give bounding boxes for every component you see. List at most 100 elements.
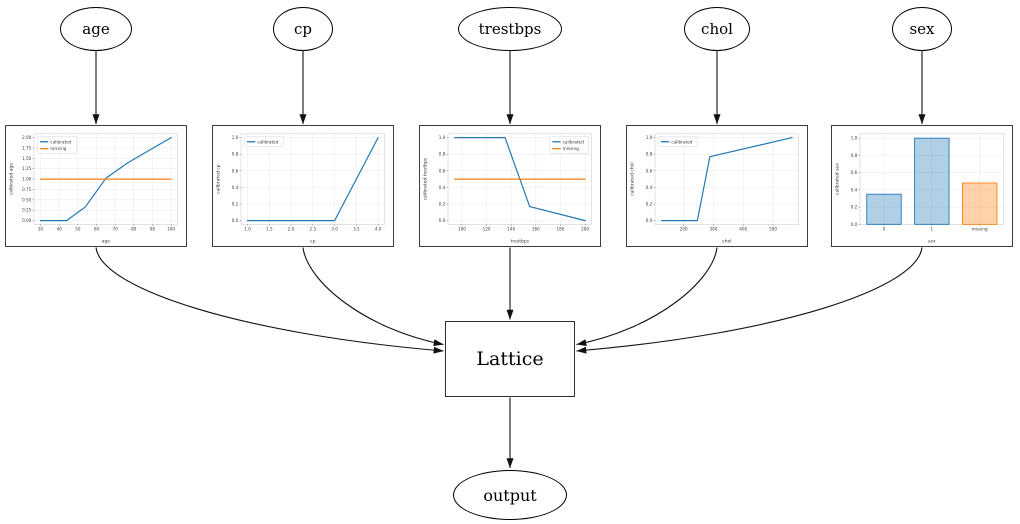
svg-text:0.8: 0.8 — [232, 152, 239, 157]
svg-text:0.25: 0.25 — [22, 208, 32, 213]
legend-label: missing — [50, 146, 67, 151]
svg-text:2.0: 2.0 — [288, 226, 295, 231]
legend: calibrated — [658, 136, 698, 147]
svg-text:2.5: 2.5 — [310, 226, 317, 231]
edge-chol-plot-to-lattice — [576, 247, 718, 347]
line-series — [660, 137, 793, 222]
svg-text:60: 60 — [94, 226, 100, 231]
svg-text:1.50: 1.50 — [22, 156, 32, 161]
legend: calibrated — [244, 136, 284, 147]
svg-text:3.5: 3.5 — [353, 226, 360, 231]
axes-frame — [654, 133, 799, 225]
x-axis-label: age — [102, 240, 111, 245]
x-axis-label: cp — [310, 240, 315, 245]
node-output: output — [453, 470, 567, 520]
axes-frame — [447, 133, 592, 225]
svg-text:1.25: 1.25 — [22, 166, 32, 171]
lattice-label: Lattice — [476, 348, 544, 370]
x-axis-label: chol — [722, 239, 731, 245]
svg-text:4.0: 4.0 — [375, 226, 382, 231]
node-cp: cp — [273, 7, 333, 51]
svg-text:70: 70 — [113, 226, 119, 231]
svg-text:1.5: 1.5 — [266, 226, 273, 231]
y-axis-label: calibrated cp — [215, 164, 221, 194]
svg-text:0.6: 0.6 — [646, 168, 653, 173]
node-output-label: output — [483, 485, 537, 505]
figure-background — [832, 126, 1012, 246]
svg-text:0.75: 0.75 — [22, 187, 32, 192]
svg-text:1.0: 1.0 — [851, 136, 858, 141]
svg-text:0.0: 0.0 — [232, 218, 239, 223]
series-calibrated — [660, 137, 793, 222]
svg-text:0.2: 0.2 — [851, 205, 858, 210]
lattice-node: Lattice — [445, 321, 575, 397]
node-age-label: age — [82, 20, 110, 38]
bar-series — [866, 137, 998, 225]
svg-text:1: 1 — [931, 226, 934, 231]
svg-text:0.8: 0.8 — [439, 152, 446, 157]
svg-text:0.2: 0.2 — [439, 201, 446, 206]
svg-text:0.4: 0.4 — [646, 185, 653, 190]
svg-text:0.0: 0.0 — [439, 218, 446, 223]
bar-1 — [914, 137, 950, 225]
svg-text:1.00: 1.00 — [22, 177, 32, 182]
x-axis-label: trestbps — [511, 239, 530, 245]
svg-text:0.8: 0.8 — [646, 152, 653, 157]
line-series — [39, 137, 172, 222]
svg-text:1.0: 1.0 — [232, 135, 239, 140]
node-cp-label: cp — [293, 20, 312, 38]
svg-text:400: 400 — [739, 226, 747, 231]
svg-text:90: 90 — [150, 226, 156, 231]
y-axis-label: calibrated trestbps — [422, 157, 428, 200]
node-trestbps-label: trestbps — [478, 20, 542, 38]
svg-text:0.6: 0.6 — [439, 168, 446, 173]
svg-text:0.4: 0.4 — [232, 185, 239, 190]
svg-text:1.0: 1.0 — [646, 135, 653, 140]
svg-text:2.00: 2.00 — [22, 135, 32, 140]
series-calibrated — [246, 137, 379, 222]
svg-text:0.50: 0.50 — [22, 197, 32, 202]
figure-background — [213, 126, 393, 246]
svg-text:0.2: 0.2 — [646, 201, 653, 206]
svg-text:500: 500 — [769, 226, 777, 231]
svg-text:40: 40 — [57, 226, 63, 231]
legend-label: missing — [563, 146, 580, 151]
figure-background — [627, 126, 807, 246]
svg-text:300: 300 — [709, 226, 717, 231]
svg-text:140: 140 — [507, 226, 515, 231]
legend-label: calibrated — [257, 139, 278, 144]
svg-text:0.6: 0.6 — [232, 168, 239, 173]
svg-text:0.6: 0.6 — [851, 170, 858, 175]
bar-0 — [866, 193, 902, 225]
svg-text:120: 120 — [483, 226, 491, 231]
series-calibrated — [39, 137, 172, 222]
node-chol-label: chol — [701, 20, 733, 38]
svg-text:0.8: 0.8 — [851, 153, 858, 158]
svg-text:180: 180 — [557, 226, 565, 231]
svg-text:0.0: 0.0 — [851, 222, 858, 227]
y-axis-label: calibrated sex — [834, 163, 840, 195]
edge-cp-plot-to-lattice — [302, 247, 444, 347]
svg-text:1.0: 1.0 — [439, 135, 446, 140]
svg-text:1.0: 1.0 — [244, 226, 251, 231]
legend-label: calibrated — [671, 139, 692, 144]
svg-text:0.00: 0.00 — [22, 218, 32, 223]
edge-sex-plot-to-lattice — [576, 247, 923, 354]
node-sex-label: sex — [909, 20, 935, 38]
svg-text:30: 30 — [38, 226, 44, 231]
svg-text:0: 0 — [883, 226, 886, 231]
